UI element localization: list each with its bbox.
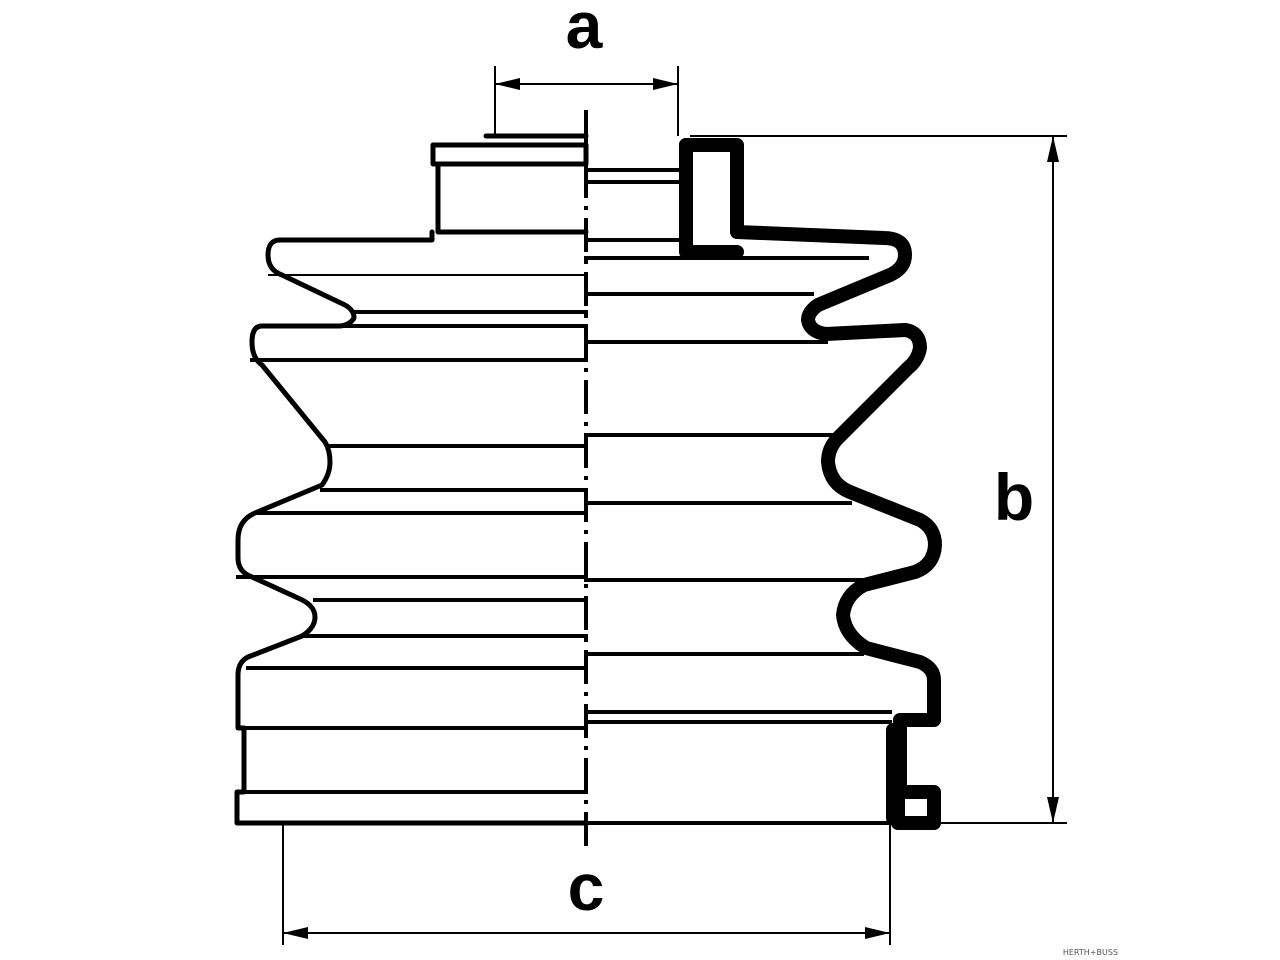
boot-right-section: [584, 138, 942, 830]
watermark: HERTH+BUSS: [1063, 948, 1118, 957]
label-b: b: [994, 460, 1034, 534]
dimension-b: [690, 135, 1067, 824]
label-c: c: [568, 850, 605, 924]
dimension-c: [282, 823, 891, 945]
label-a: a: [566, 0, 604, 62]
dimension-a: [494, 66, 679, 136]
boot-left-outline: [234, 133, 589, 826]
